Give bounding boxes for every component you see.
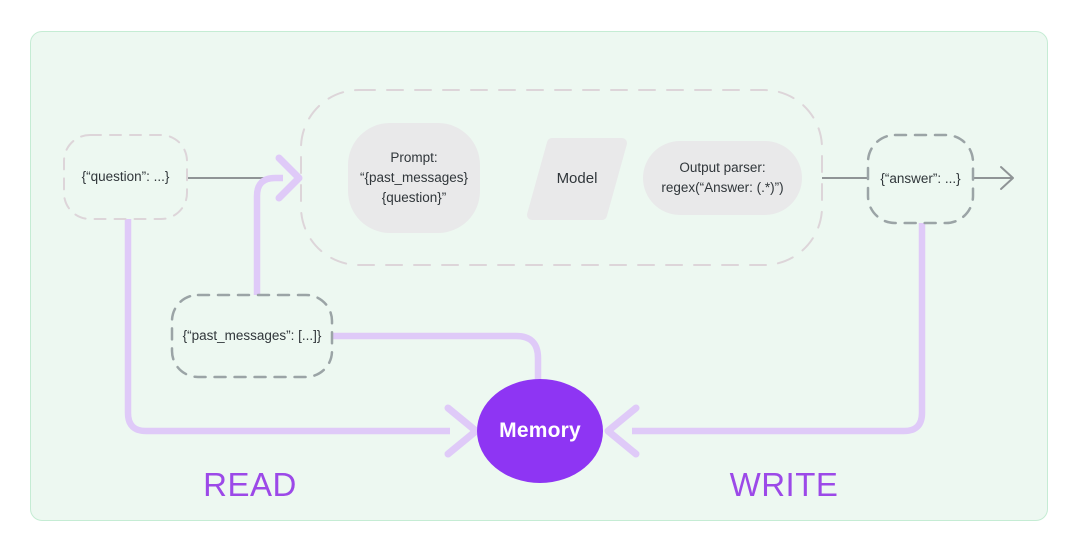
past-messages-to-chain-arrowhead-icon <box>275 154 303 202</box>
prompt-shape <box>348 123 480 233</box>
answer-output-arrowhead-icon <box>1000 166 1014 190</box>
write-flow-path <box>632 223 926 435</box>
past-messages-node-outline <box>170 293 334 379</box>
past-messages-to-memory-path <box>332 332 542 381</box>
output-parser-shape <box>643 141 802 215</box>
write-flow-arrowhead-icon <box>604 404 640 458</box>
past-messages-to-chain-path <box>253 174 283 295</box>
memory-node-ellipse <box>477 379 603 483</box>
read-flow-arrowhead-icon <box>444 404 480 458</box>
read-flow-path <box>124 219 450 435</box>
model-shape <box>527 138 627 220</box>
answer-node-outline <box>866 133 975 225</box>
question-node-outline <box>63 134 188 220</box>
chain-container-outline <box>300 89 823 266</box>
